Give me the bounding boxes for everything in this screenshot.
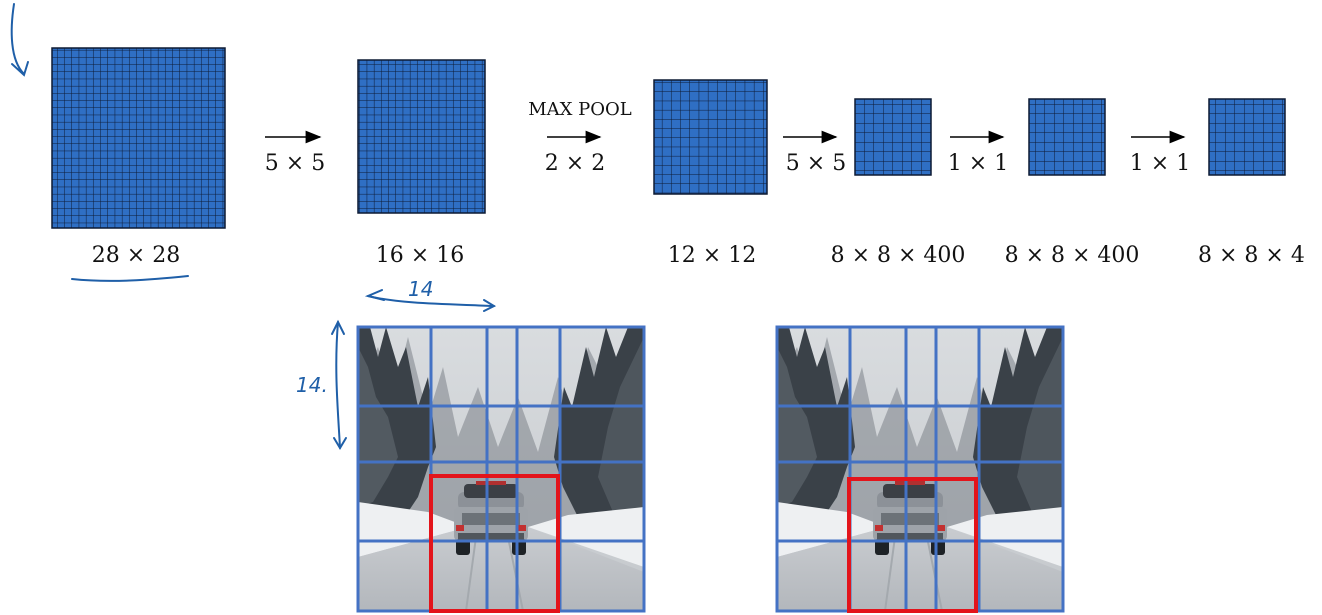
- width-annotation-label: 14: [408, 277, 433, 301]
- volume-28x28: [51, 47, 226, 229]
- road-photo-left: [356, 325, 646, 613]
- volume-label-8x8x400-a: 8 × 8 × 400: [831, 243, 966, 268]
- hand-underline: [71, 275, 189, 282]
- volume-label-8x8x400-b: 8 × 8 × 400: [1005, 243, 1140, 268]
- op-top-label-maxpool: MAX POOL: [528, 99, 632, 120]
- op-label-3: 5 × 5: [786, 151, 846, 176]
- height-annotation-label: 14.: [296, 373, 328, 397]
- volume-8x8x400-b: [1028, 98, 1106, 176]
- op-label-4: 1 × 1: [948, 151, 1008, 176]
- volume-8x8x400-a: [854, 98, 932, 176]
- op-label-2: 2 × 2: [545, 151, 605, 176]
- photo-grid-right: [775, 325, 1065, 613]
- detection-window-left: [429, 474, 560, 613]
- width-annotation: [364, 289, 497, 312]
- detection-window-right: [847, 477, 978, 613]
- road-photo-right: [775, 325, 1065, 613]
- op-label-1: 5 × 5: [265, 151, 325, 176]
- volume-label-12x12: 12 × 12: [668, 243, 756, 268]
- volume-16x16: [357, 59, 486, 214]
- volume-label-28x28: 28 × 28: [92, 243, 180, 268]
- volume-label-8x8x4: 8 × 8 × 4: [1198, 243, 1305, 268]
- height-annotation: [331, 319, 347, 450]
- volume-label-16x16: 16 × 16: [376, 243, 464, 268]
- volume-8x8x4: [1208, 98, 1286, 176]
- op-label-5: 1 × 1: [1130, 151, 1190, 176]
- hand-arrow-icon: [10, 3, 29, 77]
- volume-12x12: [653, 79, 768, 195]
